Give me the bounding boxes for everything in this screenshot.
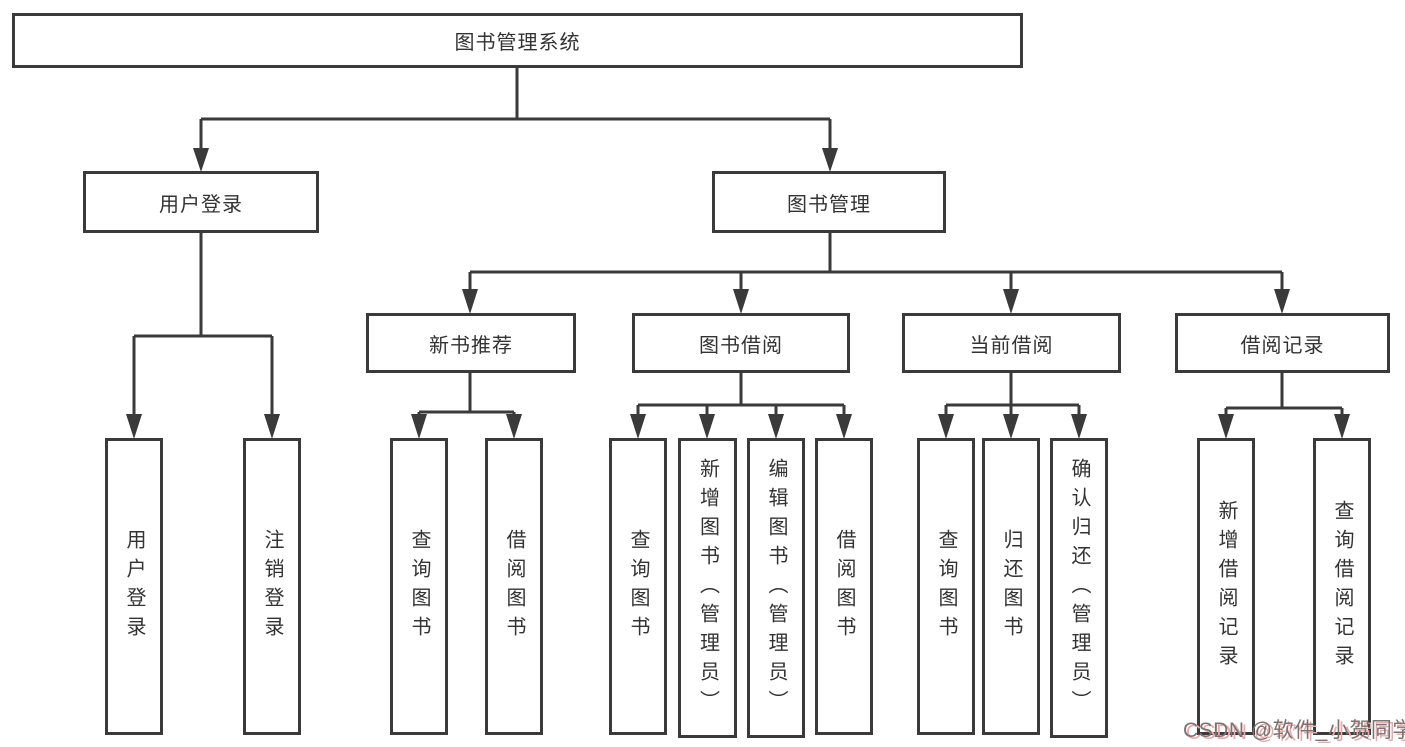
node-root-label: 图书管理系统 bbox=[454, 32, 581, 54]
leaf-recommend-borrow-books-label: 借阅图书 bbox=[503, 528, 525, 645]
connector-new-book-recommend bbox=[417, 372, 516, 415]
leaf-return-books-label: 归还图书 bbox=[1000, 528, 1022, 645]
connector-user-login bbox=[132, 233, 274, 415]
connector-book-borrow bbox=[636, 372, 846, 415]
connector-borrow-records bbox=[1224, 372, 1344, 415]
leaf-current-query-books-label: 查询图书 bbox=[935, 528, 957, 645]
leaf-recommend-borrow-books: 借阅图书 bbox=[485, 438, 543, 735]
node-borrow-records-label: 借阅记录 bbox=[1240, 334, 1325, 357]
leaf-borrow-books-label: 借阅图书 bbox=[833, 528, 855, 645]
leaf-borrow-books: 借阅图书 bbox=[815, 438, 873, 735]
node-new-book-recommend-label: 新书推荐 bbox=[429, 334, 513, 357]
node-new-book-recommend: 新书推荐 bbox=[366, 313, 576, 373]
leaf-borrow-query-books-label: 查询图书 bbox=[627, 528, 649, 645]
leaf-edit-book-admin-label: 编辑图书（管理员） bbox=[765, 457, 787, 719]
watermark-text: CSDN @软件_小贺同学 bbox=[1183, 719, 1405, 742]
node-current-borrow-label: 当前借阅 bbox=[969, 334, 1054, 357]
node-book-borrow: 图书借阅 bbox=[632, 313, 850, 373]
leaf-confirm-return-admin: 确认归还（管理员） bbox=[1050, 438, 1108, 738]
leaf-return-books: 归还图书 bbox=[982, 438, 1040, 735]
leaf-query-borrow-record: 查询借阅记录 bbox=[1313, 438, 1371, 735]
leaf-user-login: 用户登录 bbox=[105, 438, 163, 735]
leaf-logout: 注销登录 bbox=[243, 438, 301, 735]
node-book-management: 图书管理 bbox=[712, 171, 946, 233]
connector-book-management bbox=[468, 233, 1284, 290]
arrowheads bbox=[126, 148, 1350, 439]
leaf-add-book-admin-label: 新增图书（管理员） bbox=[696, 457, 719, 719]
leaf-user-login-label: 用户登录 bbox=[123, 528, 145, 645]
leaf-recommend-query-books: 查询图书 bbox=[390, 438, 448, 735]
leaf-logout-label: 注销登录 bbox=[261, 528, 283, 645]
leaf-borrow-query-books: 查询图书 bbox=[609, 438, 667, 735]
node-root: 图书管理系统 bbox=[12, 13, 1023, 68]
leaf-edit-book-admin: 编辑图书（管理员） bbox=[747, 438, 805, 738]
node-current-borrow: 当前借阅 bbox=[902, 313, 1121, 373]
leaf-confirm-return-admin-label: 确认归还（管理员） bbox=[1068, 457, 1090, 719]
node-user-login-label: 用户登录 bbox=[159, 193, 243, 216]
node-book-management-label: 图书管理 bbox=[787, 193, 871, 216]
leaf-add-borrow-record: 新增借阅记录 bbox=[1197, 438, 1255, 735]
leaf-query-borrow-record-label: 查询借阅记录 bbox=[1331, 499, 1353, 674]
leaf-recommend-query-books-label: 查询图书 bbox=[408, 528, 430, 645]
leaf-add-borrow-record-label: 新增借阅记录 bbox=[1215, 499, 1237, 674]
node-user-login: 用户登录 bbox=[83, 171, 319, 233]
node-book-borrow-label: 图书借阅 bbox=[699, 334, 783, 357]
connector-current-borrow bbox=[944, 372, 1081, 415]
connector-root bbox=[199, 68, 832, 149]
node-borrow-records: 借阅记录 bbox=[1175, 313, 1390, 373]
leaf-add-book-admin: 新增图书（管理员） bbox=[678, 438, 737, 738]
leaf-current-query-books: 查询图书 bbox=[917, 438, 975, 735]
